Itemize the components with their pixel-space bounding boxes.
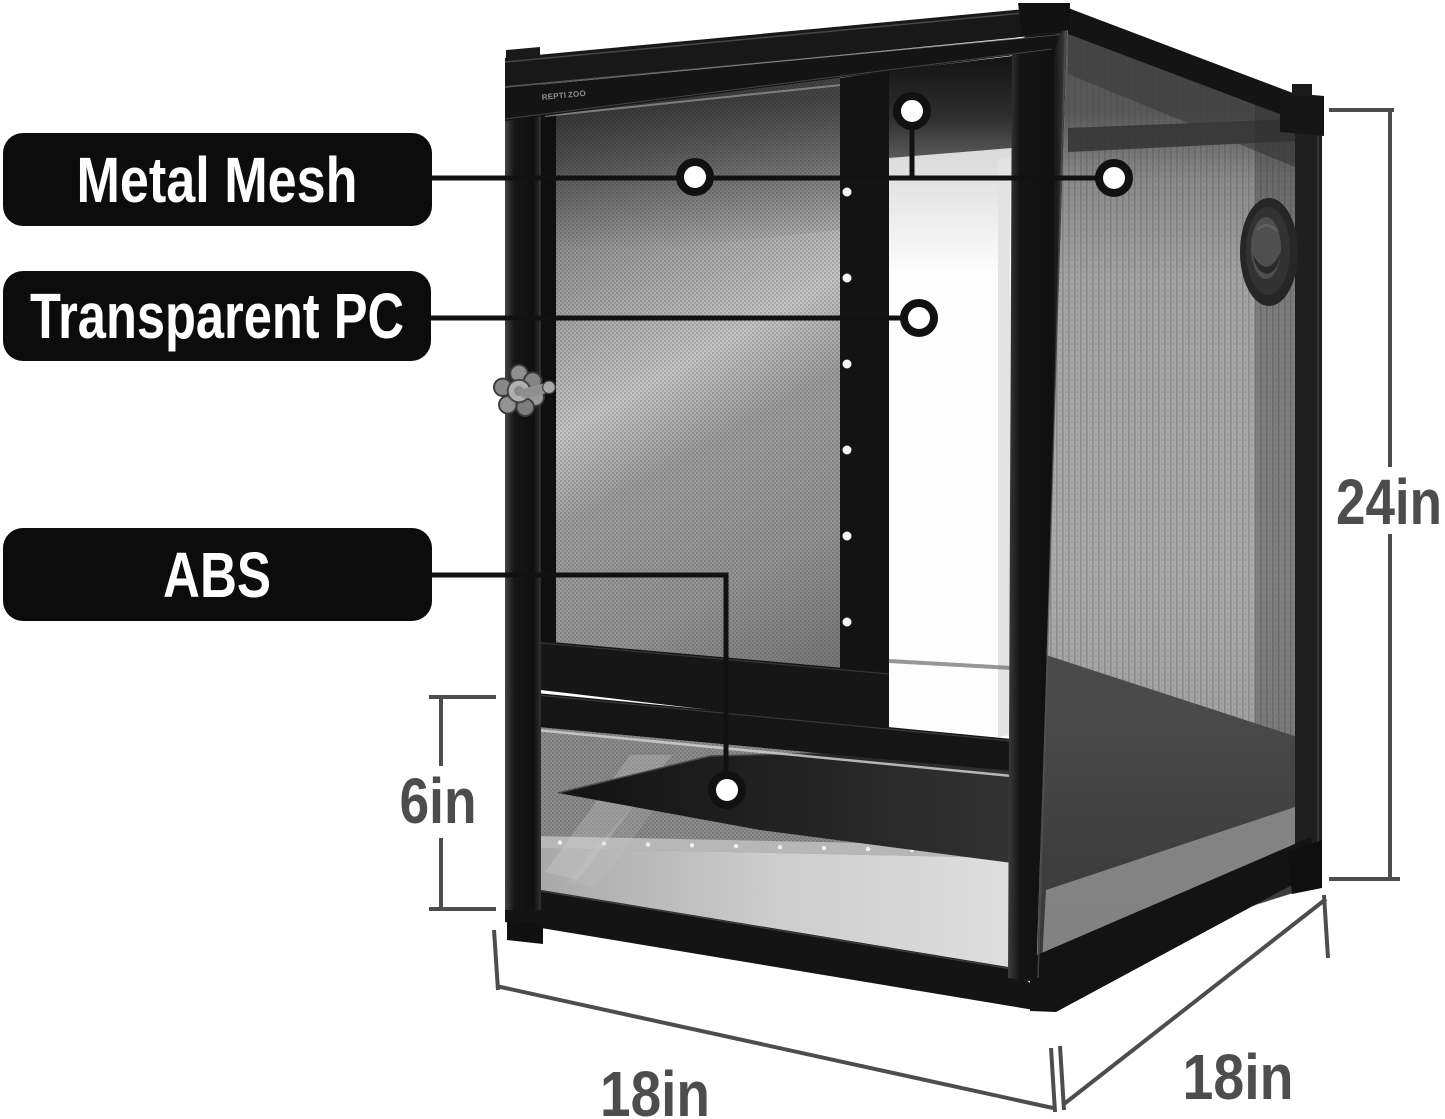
svg-text:24in: 24in xyxy=(1336,466,1442,538)
svg-text:Transparent PC: Transparent PC xyxy=(30,280,404,352)
svg-text:Metal Mesh: Metal Mesh xyxy=(77,144,358,216)
svg-text:ABS: ABS xyxy=(163,539,271,611)
svg-text:18in: 18in xyxy=(600,1058,710,1119)
svg-text:6in: 6in xyxy=(400,765,477,837)
svg-text:REPTI ZOO: REPTI ZOO xyxy=(541,89,586,102)
svg-text:18in: 18in xyxy=(1183,1041,1294,1113)
